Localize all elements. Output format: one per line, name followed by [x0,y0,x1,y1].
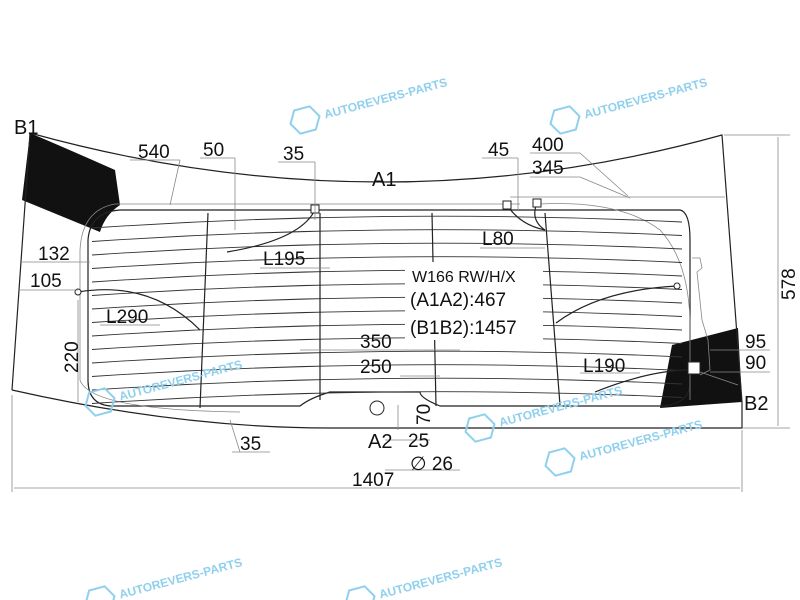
b1-black-band [22,133,120,232]
dim-35-top: 35 [283,144,304,165]
dim-105: 105 [30,271,62,292]
dim-400: 400 [532,135,564,156]
busbar-left [199,212,209,409]
hole-a2 [369,400,385,416]
heater-line [91,242,683,256]
watermark: AUTOREVERS-PARTS [344,555,504,600]
watermark-logo-icon [84,585,116,600]
wire-l195-label: L195 [263,249,305,270]
watermark-text: AUTOREVERS-PARTS [378,555,504,600]
b2-black-band [660,328,742,408]
heater-line [91,350,683,364]
dim-90: 90 [745,353,766,374]
dim-132: 132 [38,244,70,265]
heater-line [91,296,683,310]
connector-right [673,282,681,290]
connector-l80-a [502,200,512,210]
point-a1-label: A1 [372,169,396,191]
dim-45: 45 [488,140,509,161]
watermark-text: AUTOREVERS-PARTS [118,555,244,600]
heater-grid [91,215,683,404]
watermark-text: AUTOREVERS-PARTS [583,75,709,121]
dim-350: 350 [360,332,392,353]
dim-220: 220 [62,341,83,373]
point-b2-label: B2 [744,393,768,415]
dim-578: 578 [779,268,800,300]
watermark-logo-icon [289,105,321,135]
dim-70: 70 [414,404,435,425]
wire-l290 [77,289,201,331]
watermark: AUTOREVERS-PARTS [289,75,449,135]
heater-line [91,283,683,296]
model-label: W166 RW/H/X [412,269,516,286]
watermark: AUTOREVERS-PARTS [464,383,624,443]
watermark-logo-icon [544,447,576,477]
connector-left [74,288,82,296]
dim-250: 250 [360,357,392,378]
heater-line [91,391,683,404]
dim-540: 540 [138,142,170,163]
heater-line [91,337,683,350]
watermark-logo-icon [84,387,116,417]
outer-border [79,203,691,413]
wire-l190 [594,369,691,393]
heater-line [91,215,683,229]
dim-95: 95 [745,332,766,353]
heater-line [91,269,683,283]
wire-right [555,285,678,324]
label-background [405,262,543,340]
dim-50: 50 [203,140,224,161]
dimension-lines [11,134,790,492]
watermark-text: AUTOREVERS-PARTS [578,417,704,463]
busbar-far-right [544,212,561,406]
watermark: AUTOREVERS-PARTS [84,555,244,600]
wire-l80-label: L80 [482,229,514,250]
heater-line [91,364,683,377]
heater-line [91,256,683,269]
watermark: AUTOREVERS-PARTS [544,417,704,477]
watermark-logo-icon [344,585,376,600]
watermark: AUTOREVERS-PARTS [549,75,709,135]
heater-line [91,310,683,323]
watermark-logo-icon [464,413,496,443]
wire-l195 [226,209,316,253]
connector-l80-b [532,198,542,208]
wire-l190-label: L190 [583,356,625,377]
heater-line [91,229,683,242]
wiper-slot [692,257,711,376]
glass-outline [11,132,743,429]
dim-1407: 1407 [352,470,394,491]
connector-b2 [687,361,701,375]
watermark-text: AUTOREVERS-PARTS [323,75,449,121]
a1a2-length-label: (A1A2):467 [410,290,506,311]
point-b1-label: B1 [14,117,38,139]
wire-l290-label: L290 [106,307,148,328]
b1b2-length-label: (B1B2):1457 [410,318,517,339]
dim-345: 345 [532,158,564,179]
heater-line [91,323,683,337]
watermark-logo-icon [549,105,581,135]
heater-line [91,377,683,391]
dim-25: 25 [408,431,429,452]
dim-35-bottom: 35 [240,434,261,455]
point-a2-label: A2 [368,431,392,453]
dim-diameter-26: ∅ 26 [410,454,453,475]
